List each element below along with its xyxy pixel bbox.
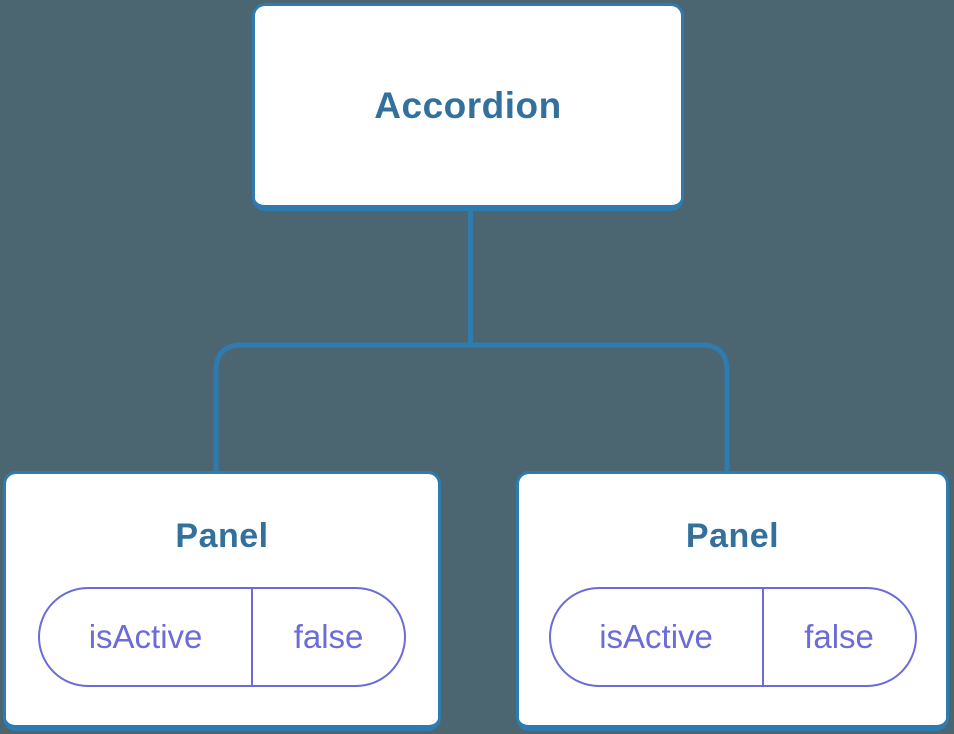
tree-node-accordion: Accordion <box>252 3 684 211</box>
state-key-cell: isActive <box>40 589 254 685</box>
state-key-cell: isActive <box>551 589 764 685</box>
state-value-cell: false <box>293 618 364 655</box>
node-title: Panel <box>685 517 780 555</box>
tree-node-panel-1: Panel isActive false <box>3 471 441 731</box>
node-title: Panel <box>175 517 269 555</box>
tree-node-panel-2: Panel isActive false <box>516 471 949 731</box>
branch-bracket-connector <box>213 342 730 472</box>
state-value-cell: false <box>804 618 874 655</box>
node-title: Accordion <box>374 84 562 126</box>
state-pill: isActive false <box>548 587 917 687</box>
state-pill: isActive false <box>38 587 406 687</box>
